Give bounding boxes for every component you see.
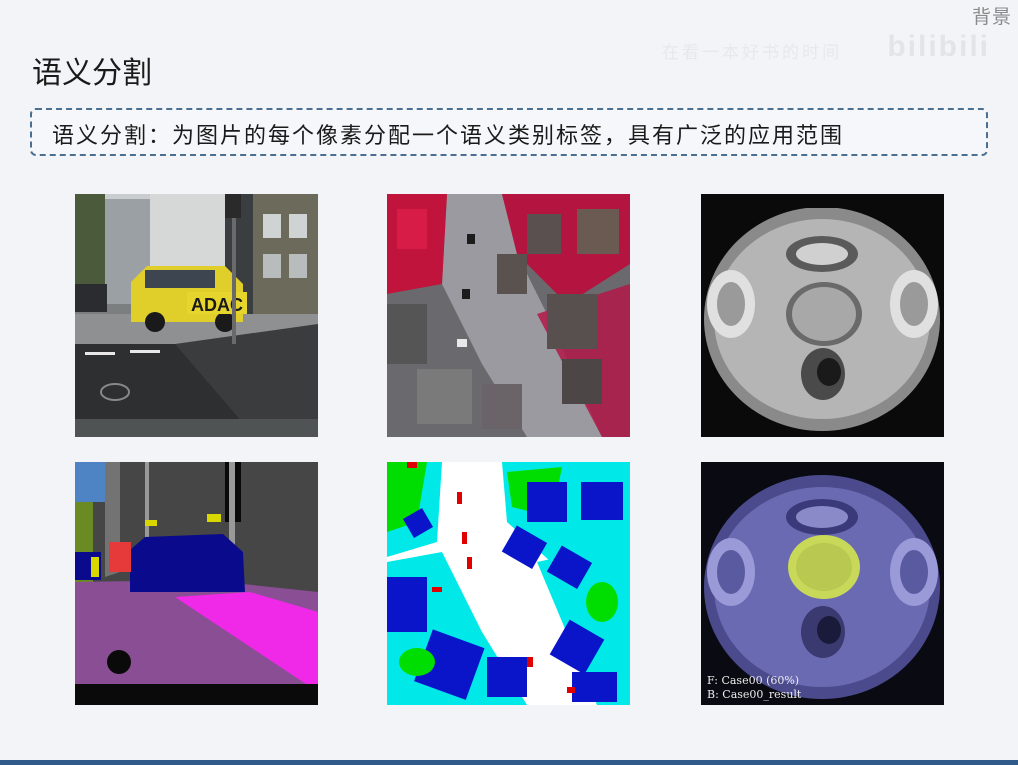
summary-text: 语义分割：为图片的每个像素分配一个语义类别标签，具有广泛的应用范围 xyxy=(52,124,845,149)
street-scene-photo: ADAC xyxy=(75,194,318,437)
corner-label: 背景 xyxy=(971,6,1012,28)
mri-caption-foreground: F: Case00 (60%) xyxy=(707,674,800,687)
adac-car-text: ADAC xyxy=(191,295,243,315)
bottom-accent-bar xyxy=(0,760,1018,765)
mri-caption-background: B: Case00_result xyxy=(707,688,802,701)
aerial-photo xyxy=(387,194,630,437)
aerial-segmentation-map xyxy=(387,462,630,705)
bilibili-logo: bilibili xyxy=(887,30,990,63)
mri-scan xyxy=(701,194,944,437)
slide-title: 语义分割 xyxy=(32,56,152,91)
video-watermark-text: 在看一本好书的时间 xyxy=(662,43,842,63)
street-segmentation-map xyxy=(75,462,318,705)
summary-box: 语义分割：为图片的每个像素分配一个语义类别标签，具有广泛的应用范围 xyxy=(30,108,988,156)
mri-segmentation-overlay: F: Case00 (60%) B: Case00_result xyxy=(701,462,944,705)
